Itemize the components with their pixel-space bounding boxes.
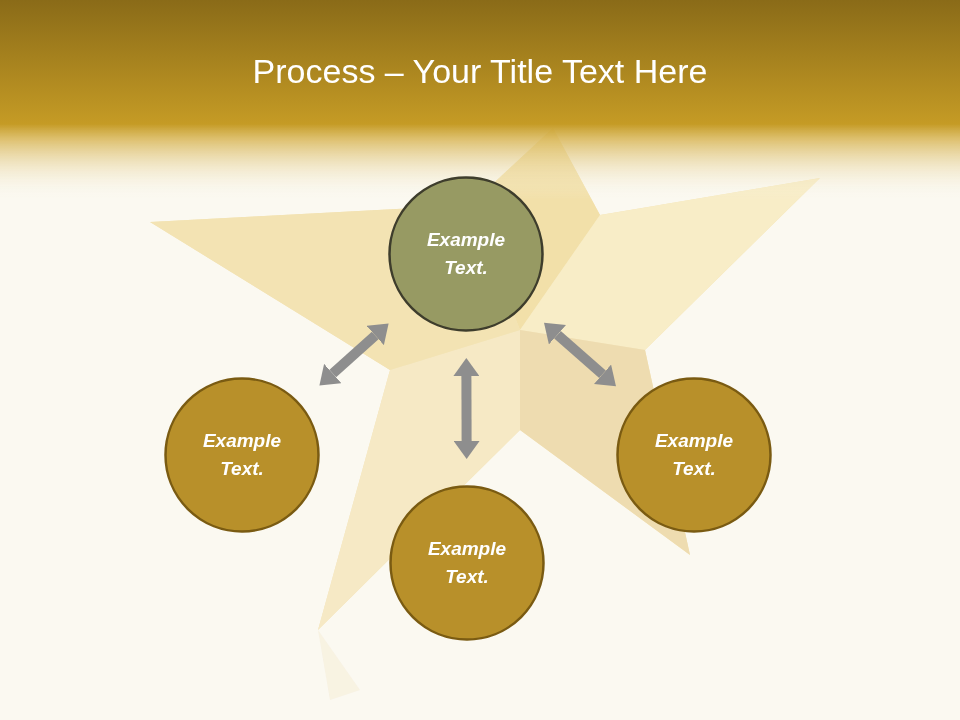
process-circle: Example Text. [388, 176, 544, 332]
double-arrow [333, 335, 375, 373]
process-circle: Example Text. [164, 377, 320, 533]
node-text: Example Text. [639, 427, 749, 484]
double-arrow [461, 376, 471, 441]
process-circle: Example Text. [389, 485, 545, 641]
circle-shape [618, 379, 771, 532]
double-arrow [558, 335, 603, 375]
circle-outline [616, 377, 772, 533]
circle-shape [166, 379, 319, 532]
circle-content: Example Text. [616, 377, 772, 533]
node-text: Example Text. [411, 226, 521, 283]
circle-outline [389, 485, 545, 641]
node-text: Example Text. [412, 535, 522, 592]
node-text: Example Text. [187, 427, 297, 484]
circle-content: Example Text. [389, 485, 545, 641]
circle-content: Example Text. [388, 176, 544, 332]
title-band [0, 0, 960, 200]
circle-shape [390, 178, 543, 331]
circle-outline [164, 377, 320, 533]
circle-outline [388, 176, 544, 332]
circle-content: Example Text. [164, 377, 320, 533]
star-illustration [150, 128, 820, 700]
slide-title: Process – Your Title Text Here [0, 52, 960, 91]
circle-shape [391, 487, 544, 640]
process-circle: Example Text. [616, 377, 772, 533]
